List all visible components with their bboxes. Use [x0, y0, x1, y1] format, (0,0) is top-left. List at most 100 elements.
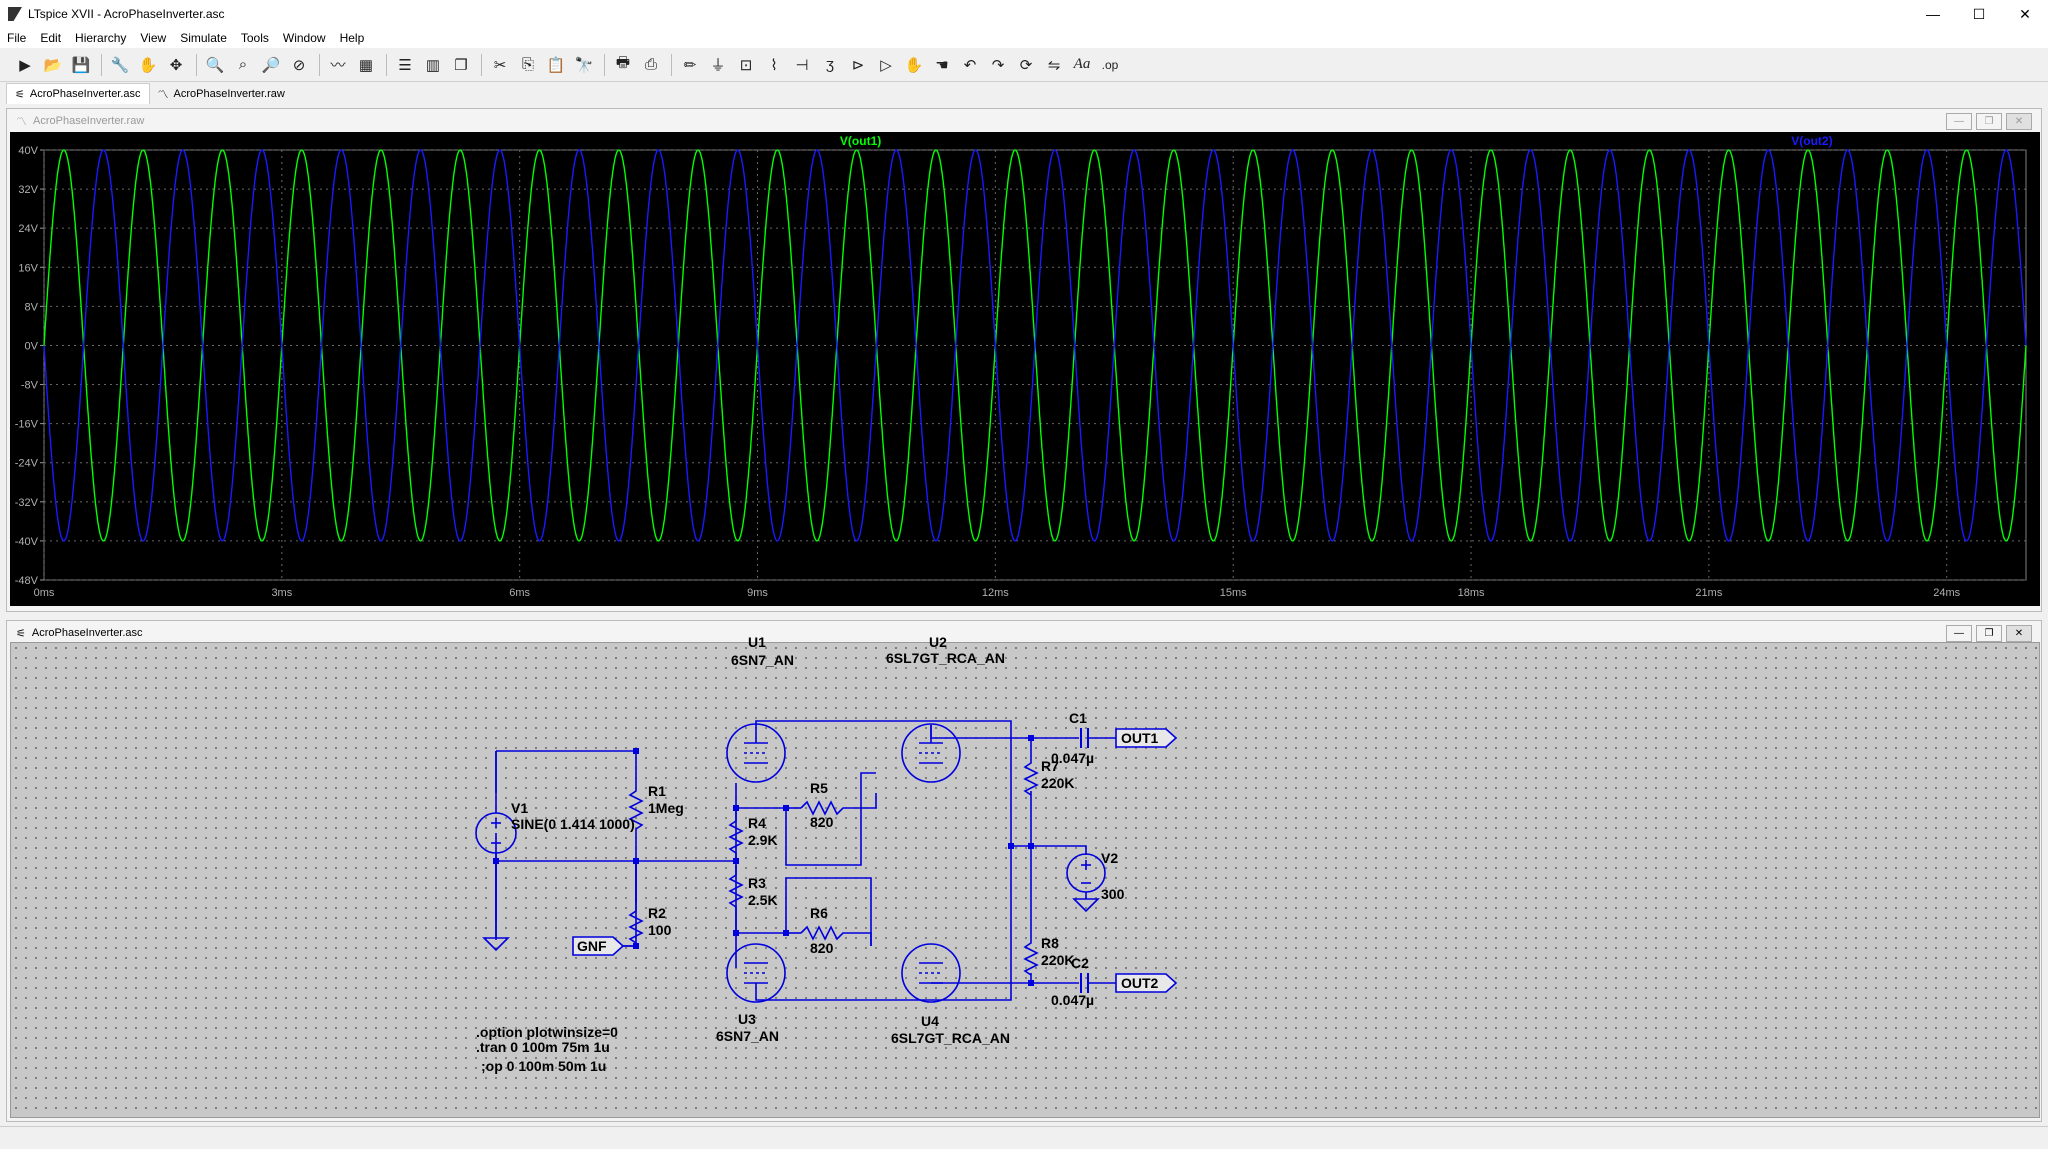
- waveform-restore-button[interactable]: ❐: [1976, 113, 2002, 130]
- r4-ref[interactable]: R4: [748, 815, 766, 831]
- maximize-button[interactable]: ☐: [1972, 5, 1986, 22]
- print-icon[interactable]: ⎙: [644, 56, 657, 73]
- r1-ref[interactable]: R1: [648, 783, 666, 799]
- zoom-out-icon[interactable]: 🔎: [261, 56, 281, 74]
- u2-model[interactable]: 6SL7GT_RCA_AN: [886, 650, 1005, 666]
- open-icon[interactable]: 📂: [43, 56, 63, 74]
- spice-directive[interactable]: ;op 0 100m 50m 1u: [481, 1058, 606, 1074]
- u1-ref[interactable]: U1: [748, 634, 766, 650]
- v2-ref[interactable]: V2: [1101, 850, 1118, 866]
- menu-view[interactable]: View: [140, 31, 167, 45]
- r2-ref[interactable]: R2: [648, 905, 666, 921]
- resistor-icon[interactable]: ⌇: [770, 56, 778, 74]
- c1-value[interactable]: 0.047µ: [1051, 750, 1094, 766]
- out2-flag[interactable]: [1115, 973, 1178, 993]
- zoom-in-icon[interactable]: 🔍: [205, 56, 225, 74]
- legend-entry-2[interactable]: V(out2): [1791, 134, 1832, 148]
- u2-ref[interactable]: U2: [929, 634, 947, 650]
- run-icon[interactable]: ▶: [19, 56, 31, 74]
- find-icon[interactable]: 🔭: [574, 56, 594, 74]
- r6-value[interactable]: 820: [810, 940, 834, 956]
- r1-value[interactable]: 1Meg: [648, 800, 684, 816]
- pan-icon[interactable]: ✥: [169, 56, 183, 74]
- mirror-icon[interactable]: ⇋: [1047, 56, 1061, 74]
- spice-directive[interactable]: .option plotwinsize=0: [476, 1024, 618, 1040]
- r5-ref[interactable]: R5: [810, 780, 828, 796]
- tile-horizontal-icon[interactable]: ☰: [398, 56, 412, 74]
- tab-waveform[interactable]: 〽 AcroPhaseInverter.raw: [150, 84, 293, 104]
- menu-edit[interactable]: Edit: [40, 31, 62, 45]
- menu-tools[interactable]: Tools: [240, 31, 269, 45]
- u4-ref[interactable]: U4: [921, 1013, 939, 1029]
- zoom-area-icon[interactable]: ⌕: [238, 56, 248, 73]
- r3-ref[interactable]: R3: [748, 875, 766, 891]
- minimize-button[interactable]: —: [1926, 6, 1940, 22]
- rotate-icon[interactable]: ⟳: [1019, 56, 1033, 74]
- drag-icon[interactable]: ☚: [935, 56, 949, 74]
- tile-vertical-icon[interactable]: ▥: [425, 56, 441, 74]
- menu-hierarchy[interactable]: Hierarchy: [75, 31, 127, 45]
- v1-value[interactable]: SINE(0 1.414 1000): [511, 816, 635, 832]
- gnf-flag[interactable]: [572, 936, 625, 956]
- u3-ref[interactable]: U3: [738, 1011, 756, 1027]
- menu-simulate[interactable]: Simulate: [180, 31, 227, 45]
- schematic-restore-button[interactable]: ❐: [1976, 625, 2002, 642]
- print-preview-icon[interactable]: 🖶: [615, 54, 631, 71]
- r8-value[interactable]: 220K: [1041, 952, 1074, 968]
- legend-entry-1[interactable]: V(out1): [840, 134, 881, 148]
- schematic-minimize-button[interactable]: —: [1946, 625, 1972, 642]
- spice-directive-icon[interactable]: .op: [1101, 57, 1119, 72]
- out1-label[interactable]: OUT1: [1121, 730, 1159, 746]
- v1-ref[interactable]: V1: [511, 800, 528, 816]
- grid-icon[interactable]: ▦: [358, 56, 374, 74]
- c2-ref[interactable]: C2: [1071, 955, 1089, 971]
- out2-label[interactable]: OUT2: [1121, 975, 1159, 991]
- series-line-2[interactable]: [43, 149, 2027, 542]
- schematic-close-button[interactable]: ✕: [2006, 625, 2032, 642]
- save-icon[interactable]: 💾: [71, 56, 91, 74]
- close-button[interactable]: ✕: [2019, 5, 2031, 22]
- cascade-icon[interactable]: ❐: [454, 56, 468, 74]
- zoom-fit-icon[interactable]: ⊘: [292, 56, 306, 74]
- r8-ref[interactable]: R8: [1041, 935, 1059, 951]
- menu-file[interactable]: File: [7, 31, 27, 45]
- label-icon[interactable]: ⊡: [739, 56, 753, 74]
- diode-icon[interactable]: ⊳: [851, 56, 865, 74]
- waveform-close-button[interactable]: ✕: [2006, 113, 2032, 130]
- schematic-canvas[interactable]: U1 6SN7_AN U2 6SL7GT_RCA_AN U3 6SN7_AN U…: [10, 634, 2040, 1118]
- u3-model[interactable]: 6SN7_AN: [716, 1028, 779, 1044]
- cut-icon[interactable]: ✂: [493, 56, 507, 74]
- v2-value[interactable]: 300: [1101, 886, 1125, 902]
- u4-model[interactable]: 6SL7GT_RCA_AN: [891, 1030, 1010, 1046]
- menu-help[interactable]: Help: [339, 31, 365, 45]
- inductor-icon[interactable]: ʒ: [825, 56, 835, 73]
- out1-flag[interactable]: [1115, 728, 1178, 748]
- wire-icon[interactable]: ✏: [683, 56, 697, 74]
- autorange-icon[interactable]: 〰: [330, 57, 346, 74]
- component-icon[interactable]: ▷: [880, 56, 892, 74]
- spice-directive[interactable]: .tran 0 100m 75m 1u: [476, 1039, 610, 1055]
- menu-window[interactable]: Window: [282, 31, 326, 45]
- r4-value[interactable]: 2.9K: [748, 832, 778, 848]
- u1-model[interactable]: 6SN7_AN: [731, 652, 794, 668]
- r7-value[interactable]: 220K: [1041, 775, 1074, 791]
- r3-value[interactable]: 2.5K: [748, 892, 778, 908]
- gnf-label[interactable]: GNF: [577, 938, 607, 954]
- r6-ref[interactable]: R6: [810, 905, 828, 921]
- r7-ref[interactable]: R7: [1041, 758, 1059, 774]
- r5-value[interactable]: 820: [810, 814, 834, 830]
- redo-icon[interactable]: ↷: [991, 56, 1005, 74]
- paste-icon[interactable]: 📋: [546, 56, 566, 74]
- move-icon[interactable]: ✋: [904, 56, 924, 74]
- control-panel-icon[interactable]: 🔧: [110, 56, 130, 74]
- copy-icon[interactable]: ⎘: [521, 56, 534, 73]
- c2-value[interactable]: 0.047µ: [1051, 992, 1094, 1008]
- tab-schematic[interactable]: ⚟ AcroPhaseInverter.asc: [6, 83, 150, 104]
- undo-icon[interactable]: ↶: [963, 56, 977, 74]
- c1-ref[interactable]: C1: [1069, 710, 1087, 726]
- halt-icon[interactable]: ✋: [138, 56, 158, 74]
- ground-icon[interactable]: ⏚: [710, 57, 726, 74]
- waveform-minimize-button[interactable]: —: [1946, 113, 1972, 130]
- r2-value[interactable]: 100: [648, 922, 672, 938]
